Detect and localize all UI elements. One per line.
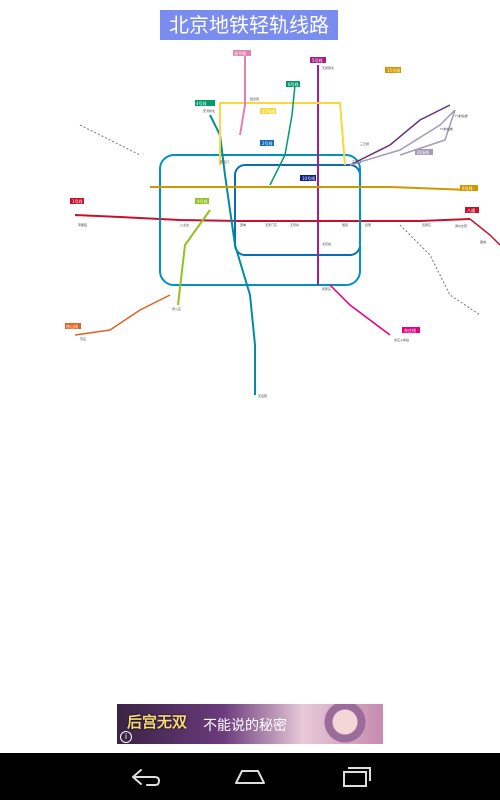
station-label[interactable]: 三元桥 xyxy=(360,141,369,146)
station-label[interactable]: 西单 xyxy=(240,222,246,227)
badge-line-4: 4号线 xyxy=(195,100,215,106)
page-title: 北京地铁轻轨线路图 xyxy=(160,10,338,67)
line-2 xyxy=(234,164,361,256)
station-label[interactable]: 苹果园 xyxy=(78,222,87,227)
station-label[interactable]: 安河桥北 xyxy=(203,108,215,113)
line-dashed-east xyxy=(399,224,481,316)
svg-text:9号线: 9号线 xyxy=(197,198,208,204)
badge-line-changping: 昌平线 xyxy=(233,50,251,56)
station-label[interactable]: 东直门 xyxy=(352,159,361,164)
ad-logo: 后宫无双 xyxy=(127,713,188,731)
svg-text:4号线: 4号线 xyxy=(196,100,207,106)
ad-banner[interactable]: 后宫无双 不能说的秘密 i xyxy=(117,704,383,744)
badge-line-8: 8号线 xyxy=(286,81,300,87)
station-label[interactable]: 西直门 xyxy=(220,159,229,164)
line-batong xyxy=(469,218,500,246)
svg-text:机场线: 机场线 xyxy=(417,149,429,155)
home-icon xyxy=(235,770,265,784)
badge-line-13: 13号线 xyxy=(260,108,276,114)
station-label[interactable]: T2航站楼 xyxy=(439,126,453,131)
station-label[interactable]: 亦庄火车站 xyxy=(394,337,409,342)
badge-line-fangshan: 房山线 xyxy=(65,323,81,329)
badge-line-airport: 机场线 xyxy=(415,149,433,155)
svg-text:13号线: 13号线 xyxy=(262,108,275,114)
ad-image xyxy=(307,704,383,744)
svg-text:5号线: 5号线 xyxy=(312,57,323,63)
line-dashed xyxy=(79,124,141,156)
line-changping xyxy=(239,55,246,136)
line-9 xyxy=(177,209,211,306)
line-fangshan xyxy=(74,294,171,336)
badge-line-9: 9号线 xyxy=(195,198,209,204)
line-15 xyxy=(349,104,451,166)
home-button[interactable] xyxy=(220,761,280,793)
svg-text:8号线: 8号线 xyxy=(288,81,299,87)
station-label[interactable]: 四惠 xyxy=(365,222,371,227)
svg-text:昌平线: 昌平线 xyxy=(234,50,246,56)
line-1 xyxy=(74,214,471,222)
station-label[interactable]: 郭公庄 xyxy=(172,306,181,311)
subway-map-svg[interactable]: 1号线 八通 5号线 昌平线 15号线 8号线 13号线 2号线 xyxy=(60,45,500,405)
badge-line-yizhuang: 亦庄线 xyxy=(402,327,420,333)
station-label[interactable]: 天安门东 xyxy=(265,222,277,227)
svg-text:15号线: 15号线 xyxy=(387,67,400,73)
badge-line-15: 15号线 xyxy=(385,67,401,73)
badge-line-batong: 八通 xyxy=(465,207,479,213)
station-label[interactable]: 天通苑北 xyxy=(322,65,334,70)
station-label[interactable]: 通州北苑 xyxy=(455,223,467,228)
station-label[interactable]: T3航站楼 xyxy=(454,113,468,118)
line-6 xyxy=(150,186,471,191)
station-label[interactable]: 公主坟 xyxy=(180,222,189,227)
station-label[interactable]: 四惠东 xyxy=(422,222,431,227)
station-label[interactable]: 北京站 xyxy=(322,241,331,246)
info-icon[interactable]: i xyxy=(120,731,132,743)
badge-line-1: 1号线 xyxy=(70,198,84,204)
navigation-bar xyxy=(0,753,500,800)
recents-button[interactable] xyxy=(325,761,385,793)
svg-text:1号线: 1号线 xyxy=(72,198,83,204)
line-10 xyxy=(159,154,361,286)
station-label[interactable]: 苏庄 xyxy=(80,336,86,341)
badge-line-2: 2号线 xyxy=(260,140,274,146)
recents-icon xyxy=(343,767,371,787)
station-label[interactable]: 潞城 xyxy=(480,239,486,244)
svg-text:房山线: 房山线 xyxy=(66,323,78,329)
station-label[interactable]: 回龙观 xyxy=(250,96,259,101)
badge-line-5: 5号线 xyxy=(310,57,326,63)
svg-text:6号线: 6号线 xyxy=(462,185,473,191)
svg-text:亦庄线: 亦庄线 xyxy=(404,327,416,333)
subway-map[interactable]: 1号线 八通 5号线 昌平线 15号线 8号线 13号线 2号线 xyxy=(60,45,500,405)
line-yizhuang xyxy=(329,284,391,336)
back-icon xyxy=(132,769,161,786)
badge-line-10: 10号线 xyxy=(300,175,316,181)
line-airport xyxy=(349,109,456,166)
ad-tagline: 不能说的秘密 xyxy=(203,718,287,734)
station-label[interactable]: 天宫院 xyxy=(258,393,267,398)
line-13 xyxy=(219,102,346,166)
back-button[interactable] xyxy=(115,761,175,793)
svg-text:八通: 八通 xyxy=(467,207,475,213)
svg-text:10号线: 10号线 xyxy=(302,175,315,181)
station-label[interactable]: 王府井 xyxy=(290,222,299,227)
line-8 xyxy=(269,84,296,186)
station-label[interactable]: 宋家庄 xyxy=(322,286,331,291)
badge-line-6: 6号线 xyxy=(460,185,478,191)
station-label[interactable]: 国贸 xyxy=(342,222,348,227)
svg-text:2号线: 2号线 xyxy=(262,140,273,146)
